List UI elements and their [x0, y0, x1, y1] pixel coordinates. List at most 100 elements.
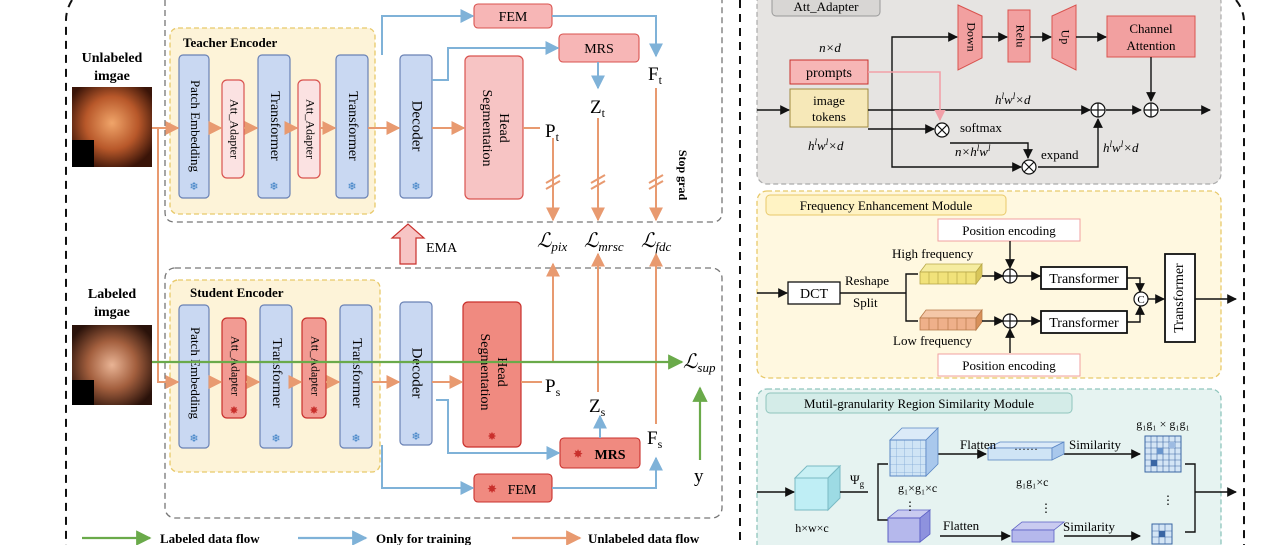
pt-label: Pt: [545, 121, 560, 144]
transformer-fuse-label: Transformer: [1172, 263, 1187, 333]
legend-unlabeled: Unlabeled data flow: [588, 531, 700, 545]
input-feature-cube: [793, 464, 842, 512]
similarity-top-label: Similarity: [1069, 437, 1122, 452]
student-att-adapter-1: Att_Adapter ✸: [221, 317, 247, 419]
svg-text:MRS: MRS: [584, 42, 614, 57]
teacher-transformer-1: Transformer ❄: [257, 54, 291, 199]
mrs-panel: [756, 388, 1222, 545]
teacher-encoder-title: Teacher Encoder: [183, 35, 277, 50]
nhw-label: n×hlwl: [955, 143, 991, 159]
outer-frame-left: [65, 0, 73, 545]
loss-sup: ℒsup: [683, 351, 716, 375]
dots-2: ⋮: [1040, 501, 1052, 515]
expand-label: expand: [1041, 147, 1079, 162]
svg-text:MRS: MRS: [594, 448, 625, 463]
image-tokens-box: [789, 88, 869, 128]
strip-dots: ······: [1014, 442, 1038, 456]
svg-text:Patch Embedding: Patch Embedding: [188, 80, 203, 173]
g1g1c-b-label: g₁g₁×c: [1016, 475, 1048, 489]
labeled-flow-arrows: [152, 354, 708, 460]
stop-grad-label: Stop grad: [676, 150, 690, 201]
att-adapter-title: Att_Adapter: [794, 0, 860, 14]
legend-labeled: Labeled data flow: [160, 531, 260, 545]
teacher-decoder: Decoder ❄: [399, 54, 433, 199]
fem-title-box: [765, 194, 1007, 216]
trainable-icon: ✸: [229, 405, 238, 417]
channel-attention-block: Channel Attention: [1106, 15, 1196, 58]
frozen-icon: ❄: [189, 181, 198, 193]
outer-frame-right: [1235, 0, 1245, 545]
svg-text:Segmentation: Segmentation: [479, 90, 494, 167]
fs-label: Fs: [647, 428, 663, 451]
high-freq-blocks: [919, 262, 983, 286]
student-transformer-1: Transformer ❄: [259, 304, 293, 449]
student-transformer-2: Transformer ❄: [339, 304, 373, 449]
unlabeled-endoscopy-image: [72, 87, 152, 167]
fem-title: Frequency Enhancement Module: [800, 198, 973, 213]
unlabeled-flow-arrows: [152, 88, 663, 389]
image-tokens-label-1: image: [813, 93, 845, 108]
g1g1-sq-label: g₁g₁ × g₁g₁: [1136, 417, 1190, 431]
svg-text:Transformer: Transformer: [345, 91, 360, 161]
grid-cube-top: [889, 427, 939, 477]
teacher-fem: FEM: [473, 3, 553, 29]
prompts-label: prompts: [806, 66, 852, 81]
student-encoder-title: Student Encoder: [190, 285, 284, 300]
unlabeled-label-2: imgae: [94, 69, 130, 84]
reshape-label: Reshape: [845, 273, 889, 288]
mrs-title: Mutil-granularity Region Similarity Modu…: [804, 396, 1034, 411]
relu-block: Relu: [1007, 9, 1031, 63]
frozen-icon: ❄: [411, 181, 420, 193]
student-patch-embedding: Patch Embedding ❄: [178, 304, 210, 449]
svg-text:FEM: FEM: [499, 10, 528, 25]
similarity-bottom-label: Similarity: [1063, 519, 1116, 534]
svg-text:Attention: Attention: [1126, 38, 1176, 53]
svg-text:Patch Embedding: Patch Embedding: [188, 327, 203, 420]
svg-text:Transformer: Transformer: [267, 91, 282, 161]
svg-text:Transformer: Transformer: [269, 338, 284, 408]
low-freq-blocks: [919, 308, 983, 332]
trainable-icon: ✸: [309, 405, 318, 417]
svg-text:Head: Head: [494, 357, 509, 387]
ps-label: Ps: [545, 376, 561, 399]
low-freq-label: Low frequency: [893, 333, 973, 348]
student-decoder: Decoder ❄: [399, 301, 433, 446]
svg-text:Decoder: Decoder: [409, 101, 425, 152]
grid-cube-bottom: [886, 509, 932, 543]
mrs-arrows: [757, 449, 1237, 541]
dct-label: DCT: [800, 287, 828, 302]
frozen-icon: ❄: [351, 433, 360, 445]
zt-label: Zt: [590, 97, 606, 120]
teacher-att-adapter-2: Att_Adapter: [297, 79, 321, 179]
split-label: Split: [853, 295, 878, 310]
student-branch-frame: [164, 267, 723, 519]
trainable-icon: ✸: [573, 447, 583, 461]
teacher-att-adapter-1: Att_Adapter: [221, 79, 245, 179]
svg-text:FEM: FEM: [508, 483, 537, 498]
fem-ops: [1002, 268, 1149, 329]
labeled-label-1: Labeled: [88, 287, 136, 302]
flatten-top-label: Flatten: [960, 437, 997, 452]
legend-training: Only for training: [376, 531, 472, 545]
frozen-icon: ❄: [189, 433, 198, 445]
training-only-arrows: [381, 9, 663, 495]
svg-text:Att_Adapter: Att_Adapter: [303, 99, 317, 159]
transformer-fuse-box: [1164, 253, 1196, 343]
teacher-patch-embedding: Patch Embedding ❄: [178, 54, 210, 199]
nd-label: n×d: [819, 40, 841, 55]
dots-1: ⋮: [904, 499, 916, 513]
dots-3: ⋮: [1162, 493, 1174, 507]
hwd-left: hlwl×d: [808, 137, 844, 153]
loss-fdc: ℒfdc: [641, 230, 672, 254]
student-fem: ✸ FEM: [473, 473, 553, 503]
att-adapter-title-box: [771, 0, 881, 17]
stop-grad-marks: [545, 174, 664, 190]
ft-label: Ft: [648, 64, 663, 87]
zs-label: Zs: [589, 396, 606, 419]
loss-mrsc: ℒmrsc: [584, 230, 624, 254]
image-tokens-label-2: tokens: [812, 109, 846, 124]
pos-enc-bottom-box: [937, 353, 1081, 377]
att-ops: [934, 102, 1159, 175]
fem-arrows: [757, 241, 1237, 353]
